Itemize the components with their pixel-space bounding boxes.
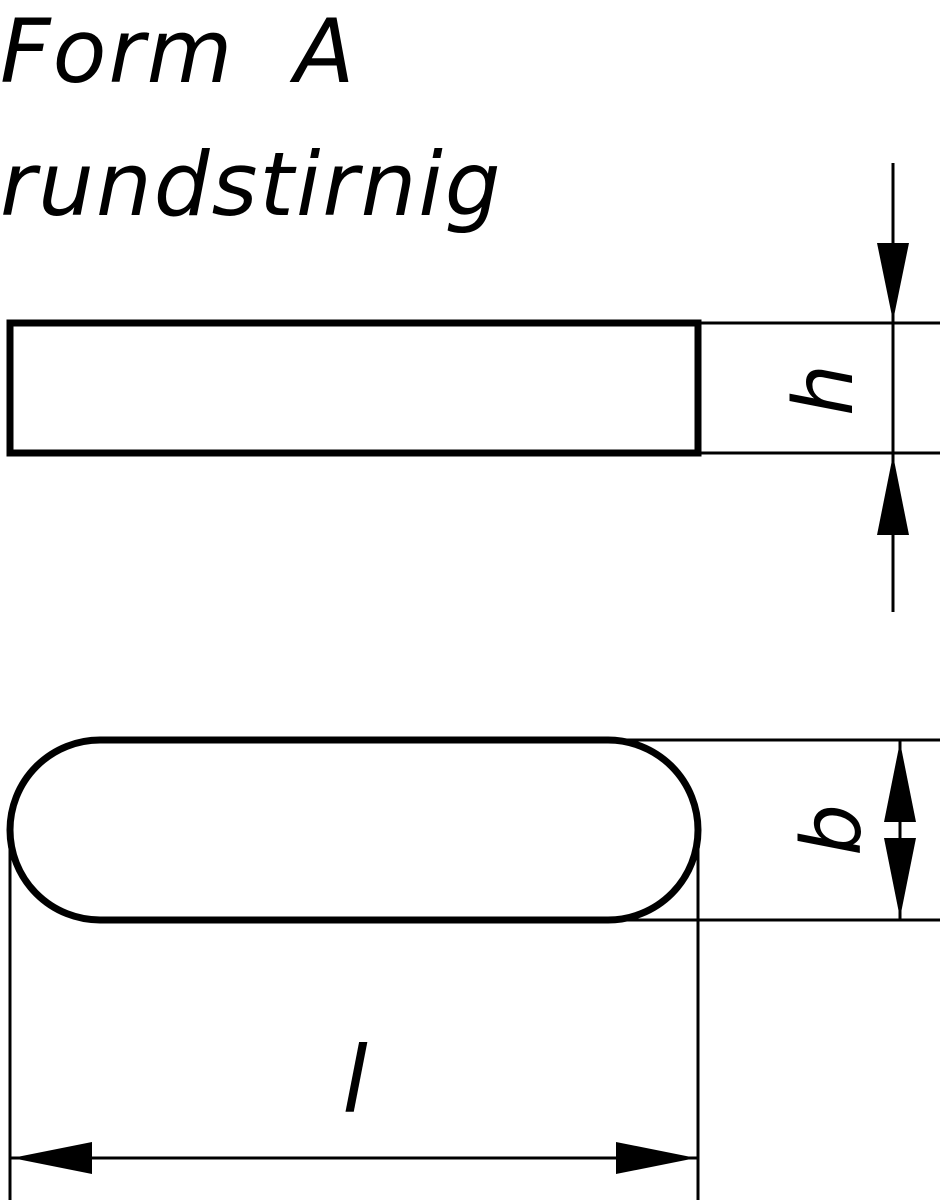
b-arrow-top bbox=[884, 742, 916, 822]
h-arrow-top bbox=[877, 243, 909, 321]
side-view-outline bbox=[6, 319, 702, 457]
top-view-outline bbox=[6, 736, 702, 924]
b-label: b bbox=[785, 804, 880, 856]
l-arrow-right bbox=[616, 1142, 696, 1174]
l-label: l bbox=[342, 1027, 368, 1134]
h-label: h bbox=[777, 364, 872, 416]
title-subtitle: rundstirnig bbox=[0, 133, 503, 236]
b-arrow-bottom bbox=[884, 838, 916, 918]
l-arrow-left bbox=[12, 1142, 92, 1174]
h-arrow-bottom bbox=[877, 455, 909, 535]
title-form: Form A bbox=[0, 0, 357, 103]
